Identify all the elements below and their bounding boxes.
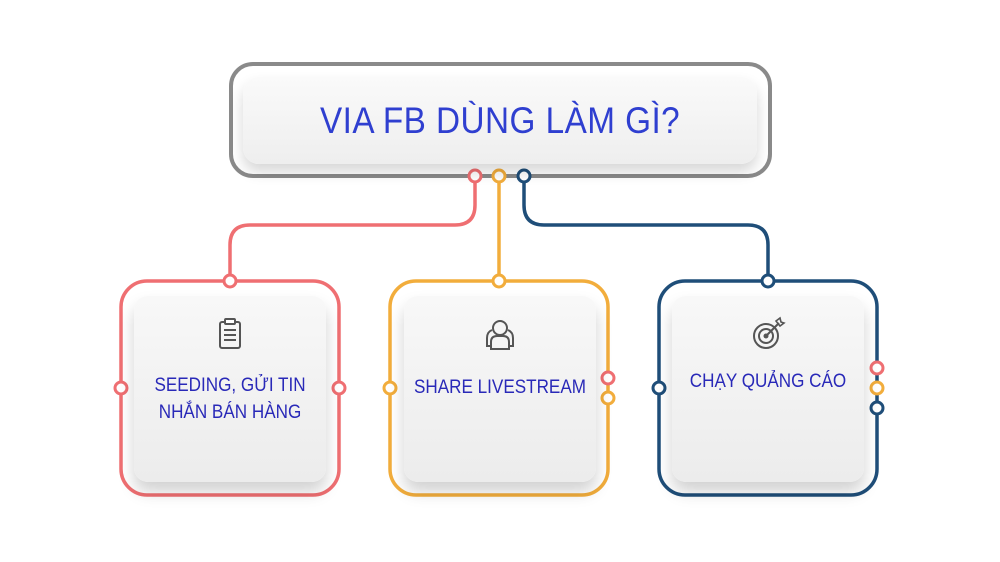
node-red-card-top [222, 273, 238, 289]
card-ads: CHẠY QUẢNG CÁO [672, 296, 864, 482]
card-label-line: NHẮN BÁN HÀNG [158, 402, 302, 423]
card-label: SEEDING, GỬI TIN NHẮN BÁN HÀNG [144, 372, 317, 426]
title-card: VIA FB DÙNG LÀM GÌ? [243, 77, 757, 164]
clipboard-icon [219, 318, 241, 349]
page-title: VIA FB DÙNG LÀM GÌ? [319, 99, 681, 141]
node-navy-right-1 [869, 360, 885, 376]
node-red-left [113, 380, 129, 396]
card-share-livestream: SHARE LIVESTREAM [404, 296, 596, 482]
connector-navy [522, 180, 770, 281]
node-navy-top [516, 168, 532, 184]
node-navy-right-3 [869, 400, 885, 416]
node-red-top [467, 168, 483, 184]
card-label-line: SHARE LIVESTREAM [413, 377, 586, 398]
node-navy-right-2 [869, 380, 885, 396]
target-icon [753, 316, 786, 349]
connector-red [228, 180, 477, 281]
card-label: CHẠY QUẢNG CÁO [682, 368, 855, 395]
node-orange-right-1 [600, 370, 616, 386]
node-navy-card-top [760, 273, 776, 289]
node-orange-right-2 [600, 390, 616, 406]
user-group-icon [486, 320, 514, 350]
card-label: SHARE LIVESTREAM [414, 374, 587, 401]
node-orange-left [382, 380, 398, 396]
card-seeding: SEEDING, GỬI TIN NHẮN BÁN HÀNG [134, 296, 326, 482]
card-label-line: CHẠY QUẢNG CÁO [689, 371, 847, 392]
node-red-right [331, 380, 347, 396]
node-navy-left [651, 380, 667, 396]
card-label-line: SEEDING, GỬI TIN [154, 375, 306, 396]
node-orange-card-top [491, 273, 507, 289]
node-orange-top [491, 168, 507, 184]
